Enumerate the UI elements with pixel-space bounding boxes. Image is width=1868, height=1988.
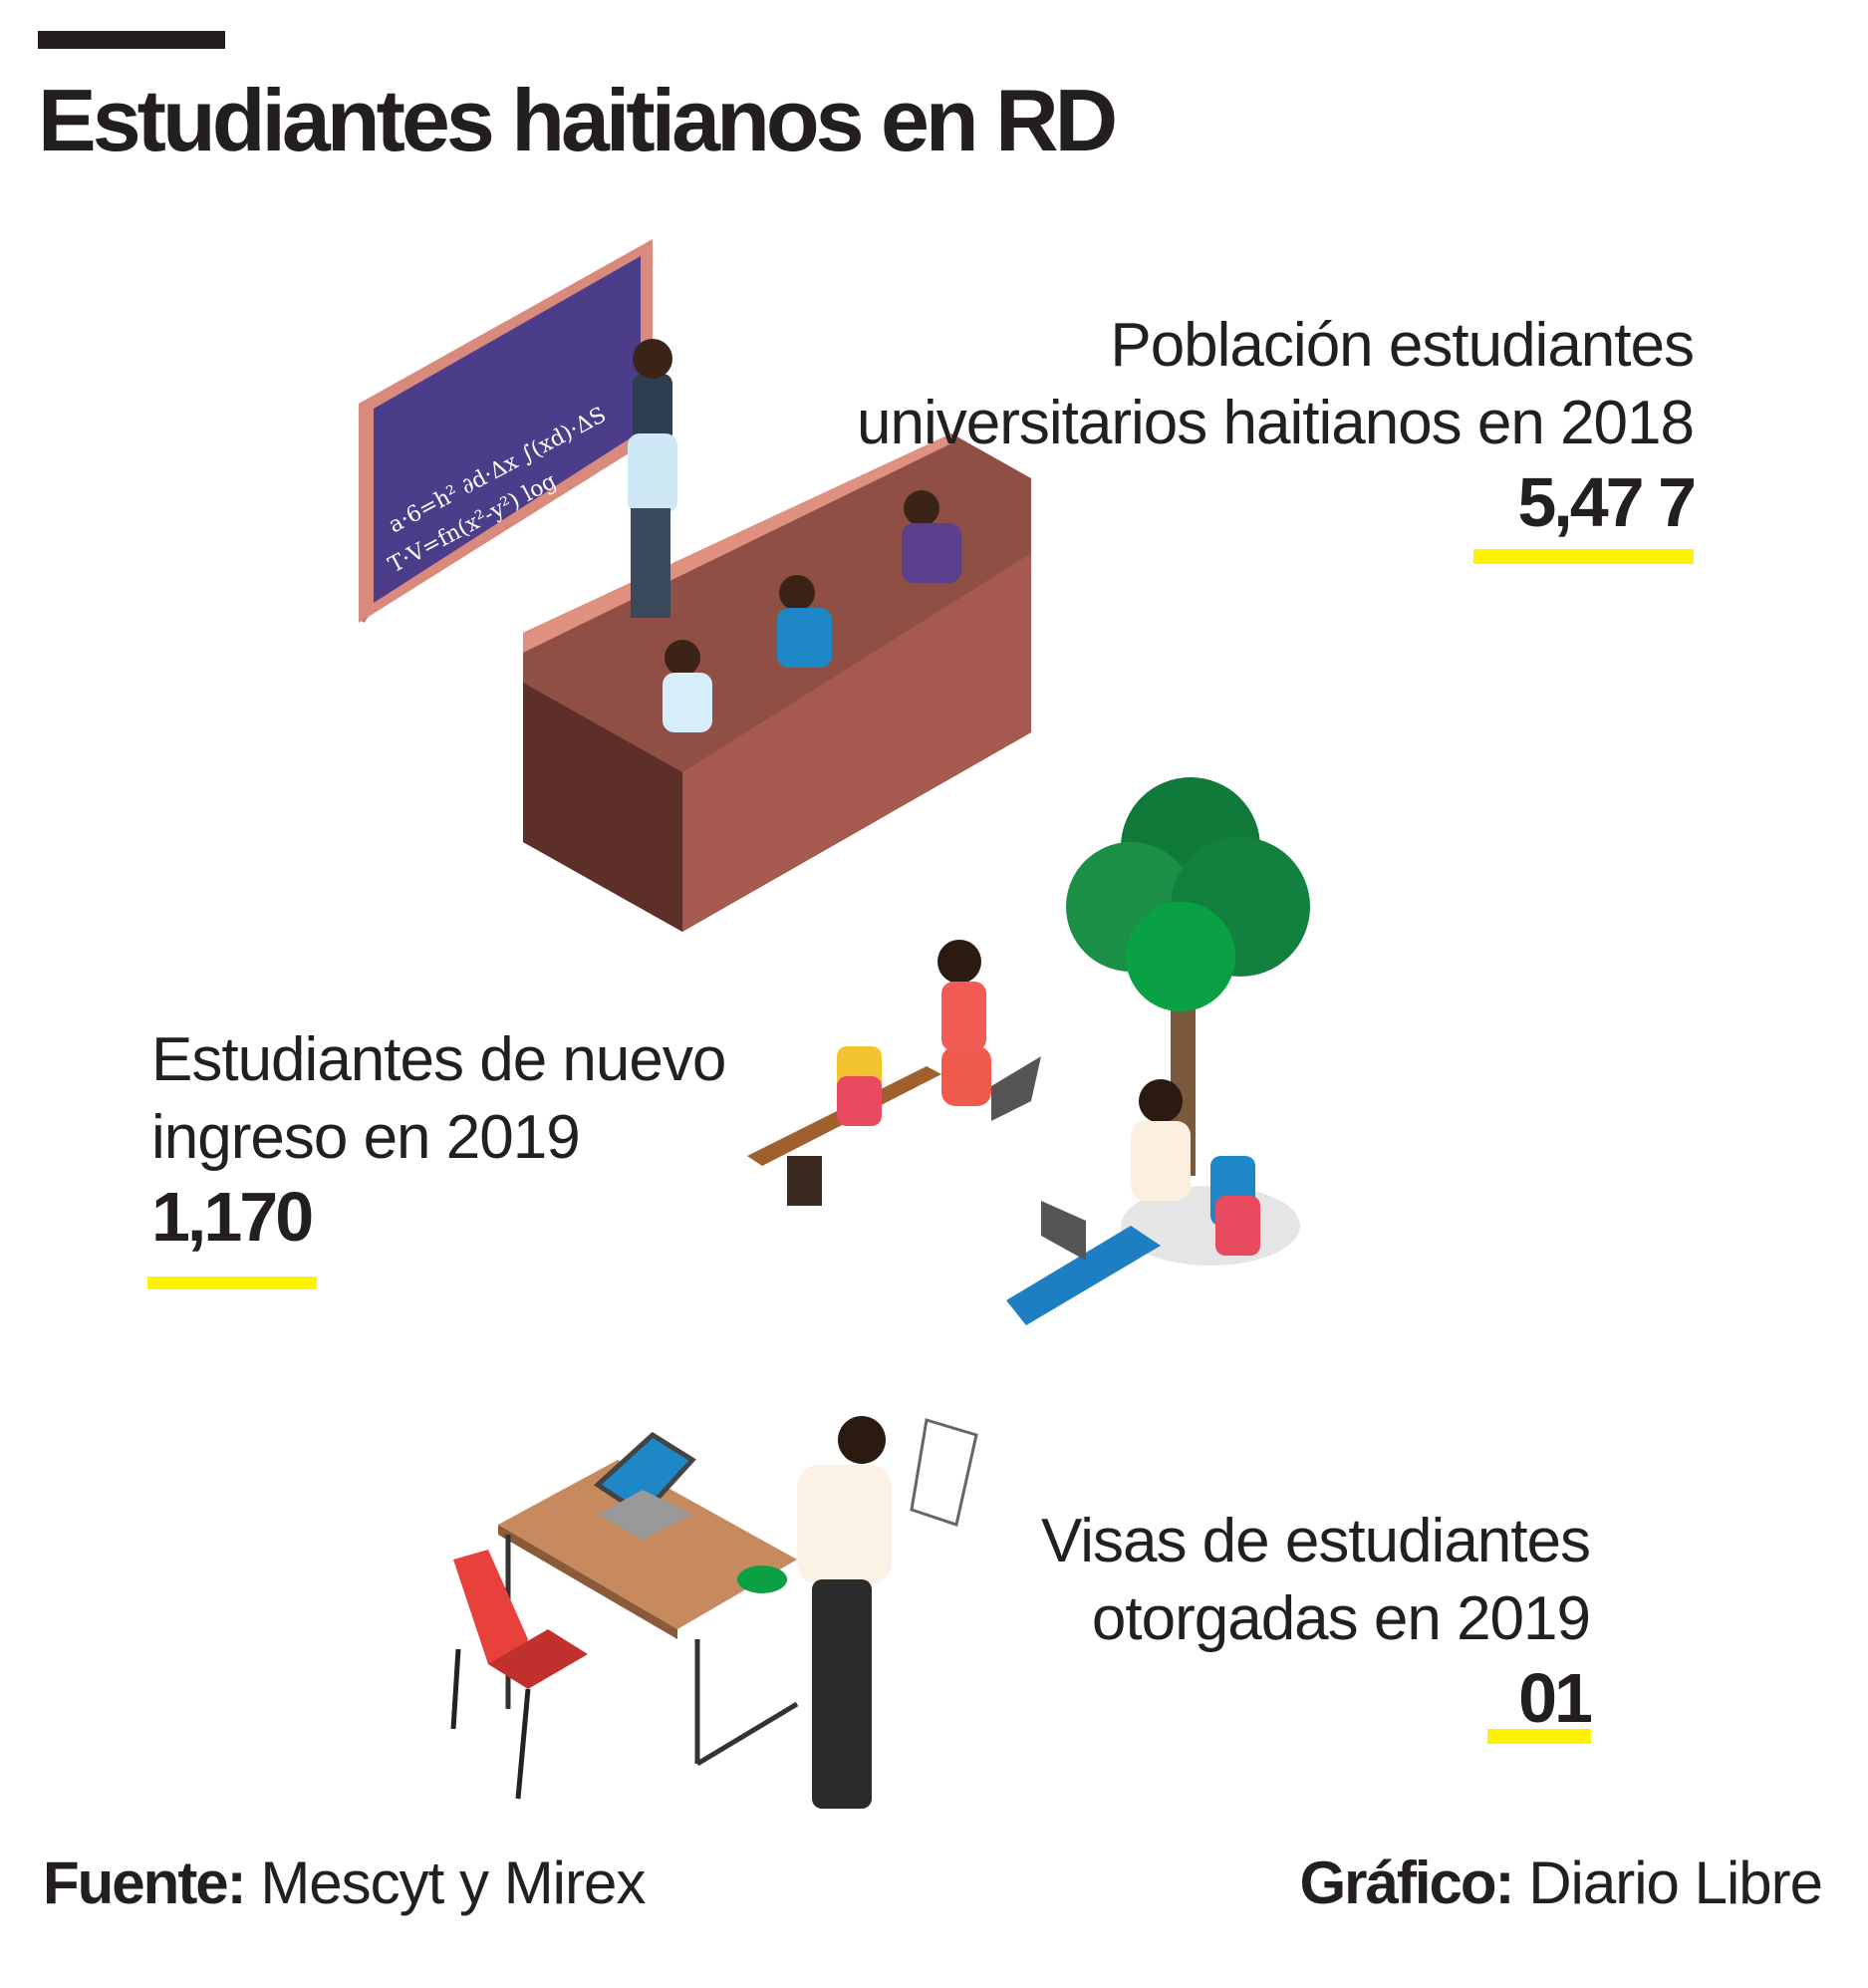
stat-value: 5,47 7: [1517, 463, 1697, 541]
stat-label-line1: Población estudiantes: [1110, 311, 1695, 380]
stat-label-line1: Visas de estudiantes: [1040, 1507, 1591, 1575]
stat-value: 1,170: [151, 1178, 314, 1256]
stat-population-2018: Población estudiantes universitarios hai…: [857, 307, 1697, 545]
stat-label-line2: ingreso en 2019: [151, 1103, 581, 1172]
stat-label-line1: Estudiantes de nuevo: [151, 1025, 726, 1094]
classroom-illustration: a·6=h² ∂d·Δx ∫(xd)·ΔS T·V=fn(x²-y²) log: [359, 239, 1031, 932]
credit-note: Gráfico: Diario Libre: [1299, 1848, 1823, 1917]
stat-label-line2: universitarios haitianos en 2018: [857, 389, 1695, 457]
stat-value: 01: [1518, 1659, 1593, 1737]
page-title: Estudiantes haitianos en RD: [38, 71, 1118, 169]
title-accent-bar: [38, 31, 225, 49]
stat-label-line2: otorgadas en 2019: [1091, 1584, 1591, 1653]
stat-underline: [1473, 549, 1694, 564]
credit-value: Diario Libre: [1528, 1849, 1823, 1916]
credit-label: Gráfico:: [1299, 1849, 1514, 1916]
visa-desk-illustration: [450, 1416, 978, 1809]
stat-visas-2019: Visas de estudiantes otorgadas en 2019 0…: [1040, 1503, 1593, 1741]
stat-new-students-2019: Estudiantes de nuevo ingreso en 2019 1,1…: [151, 1021, 726, 1260]
stat-underline: [147, 1277, 317, 1289]
source-value: Mescyt y Mirex: [260, 1849, 646, 1916]
source-label: Fuente:: [43, 1849, 247, 1916]
source-note: Fuente: Mescyt y Mirex: [43, 1848, 646, 1917]
students-under-tree-illustration: [747, 777, 1310, 1325]
stat-underline: [1487, 1729, 1591, 1744]
